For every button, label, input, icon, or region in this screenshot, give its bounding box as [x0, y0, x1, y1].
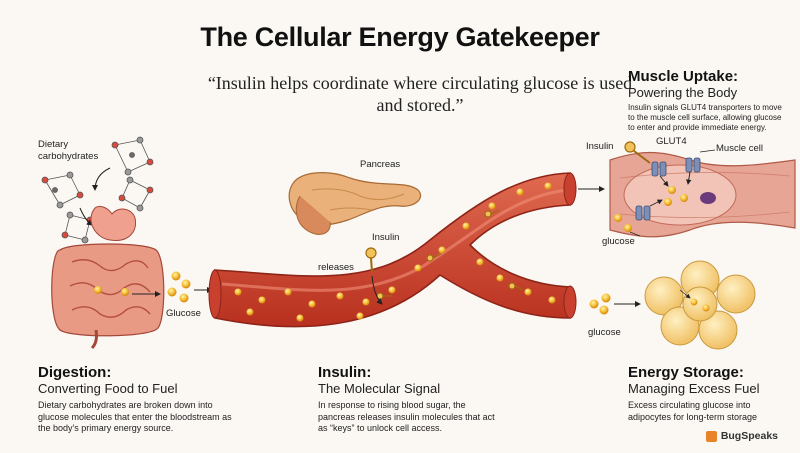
carbohydrate-molecules: [41, 136, 154, 244]
glucose-muscle-label: glucose: [602, 236, 635, 247]
storage-subheading: Managing Excess Fuel: [628, 381, 760, 396]
muscle-description: Insulin signals GLUT4 transporters to mo…: [628, 103, 782, 132]
brand-logo: BugSpeaks: [705, 430, 778, 442]
digestion-description: Dietary carbohydrates are broken down in…: [38, 400, 232, 433]
adipocyte-cluster-icon: [644, 260, 756, 350]
insulin-section: Insulin: The Molecular Signal In respons…: [318, 364, 498, 435]
glucose-particle: [121, 288, 129, 296]
vessel-insulin-keys: [376, 209, 524, 300]
molecule-2: [61, 211, 94, 244]
glucose-cluster-left: [167, 271, 191, 303]
muscle-label-line: [699, 149, 716, 153]
glut4-label: GLUT4: [656, 136, 687, 147]
digestion-section: Digestion: Converting Food to Fuel Dieta…: [38, 364, 238, 435]
quote: “Insulin helps coordinate where circulat…: [207, 73, 633, 115]
muscle-heading: Muscle Uptake:: [628, 68, 739, 85]
insulin-label: Insulin: [372, 232, 400, 243]
vessel-glucose-particles: [234, 182, 556, 322]
insulin-heading: Insulin:: [318, 364, 372, 381]
carb-arrow-2: [79, 207, 93, 226]
muscle-glucose-particles: [614, 186, 688, 232]
fat-glucose-particles: [690, 298, 710, 312]
intestine-icon: [51, 243, 165, 350]
molecule-1: [41, 171, 84, 209]
glucose-storage-label: glucose: [588, 327, 621, 338]
muscle-section: Muscle Uptake: Powering the Body Insulin…: [628, 68, 788, 133]
stomach-icon: [90, 205, 137, 241]
glut4-arrow: [659, 175, 669, 187]
muscle-cell-label: Muscle cell: [716, 143, 763, 154]
storage-glucose: [589, 293, 611, 315]
glucose-label-left: Glucose: [166, 308, 201, 319]
insulin-key-icon: [365, 247, 377, 273]
molecule-3: [111, 136, 154, 176]
dietary-carbs-label: Dietary carbohydrates: [38, 139, 99, 162]
glut4-transporters: [635, 157, 701, 221]
page-title: The Cellular Energy Gatekeeper: [200, 22, 600, 52]
releases-label: releases: [318, 262, 354, 273]
digestion-subheading: Converting Food to Fuel: [38, 381, 178, 396]
muscle-cell-icon: [609, 151, 796, 238]
molecule-4: [118, 176, 154, 212]
brand-icon: [705, 430, 717, 442]
storage-heading: Energy Storage:: [628, 364, 744, 381]
pancreas-label: Pancreas: [360, 159, 401, 170]
digestion-heading: Digestion:: [38, 364, 112, 381]
storage-section: Energy Storage: Managing Excess Fuel Exc…: [628, 364, 788, 423]
insulin-description: In response to rising blood sugar, the p…: [318, 400, 495, 433]
glucose-entry-arrow: [649, 199, 663, 207]
insulin-subheading: The Molecular Signal: [318, 381, 441, 396]
brand-name: BugSpeaks: [720, 430, 778, 442]
muscle-subheading: Powering the Body: [628, 85, 738, 100]
pancreas-release-arrow: [371, 275, 383, 305]
insulin-muscle-label: Insulin: [586, 141, 614, 152]
carb-to-stomach-arrow: [92, 167, 111, 191]
glucose-particle: [94, 286, 102, 294]
storage-description: Excess circulating glucose into adipocyt…: [628, 400, 758, 422]
glut4-arrow-2: [686, 171, 692, 185]
pancreas-icon: [288, 172, 422, 235]
muscle-insulin-key: [624, 141, 651, 164]
